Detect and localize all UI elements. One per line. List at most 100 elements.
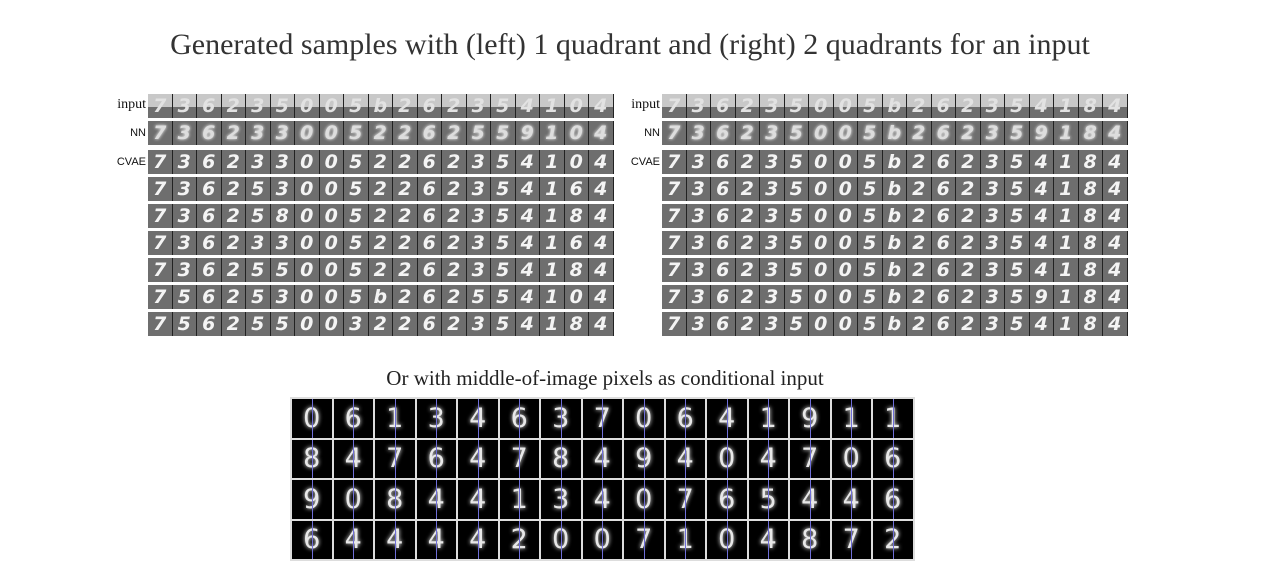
digit-sample: 5 xyxy=(246,177,270,201)
digit-sample: 7 xyxy=(662,258,686,282)
digit-sample: 5 xyxy=(784,312,808,336)
digit-sample: 2 xyxy=(442,204,466,228)
digit-sample: 1 xyxy=(540,150,564,174)
digit-sample: 0 xyxy=(564,285,588,309)
digit-sample: 1 xyxy=(1054,204,1078,228)
digit-sample: 5 xyxy=(784,258,808,282)
digit-sample: 6 xyxy=(417,231,441,255)
digit-sample: 5 xyxy=(491,285,515,309)
digit-sample: 4 xyxy=(515,177,539,201)
digit-sample: b xyxy=(368,94,392,118)
digit-sample: 2 xyxy=(368,231,392,255)
digit-sample: 2 xyxy=(956,121,980,145)
digit-sample: 2 xyxy=(368,258,392,282)
digit-sample: 2 xyxy=(368,204,392,228)
digit-sample: 6 xyxy=(417,121,441,145)
digit-sample: 3 xyxy=(686,285,710,309)
digit-sample: 6 xyxy=(931,177,955,201)
digit-sample: 3 xyxy=(246,121,270,145)
digit-sample: 6 xyxy=(333,399,373,438)
digit-sample: 7 xyxy=(148,231,172,255)
digit-sample: 2 xyxy=(907,204,931,228)
digit-sample: 3 xyxy=(686,121,710,145)
digit-sample: 9 xyxy=(1029,285,1053,309)
digit-sample: 4 xyxy=(589,204,613,228)
digit-sample: 5 xyxy=(344,231,368,255)
digit-sample: 4 xyxy=(1029,94,1053,118)
digit-sample: 0 xyxy=(319,121,343,145)
digit-sample: 3 xyxy=(760,312,784,336)
digit-sample: 8 xyxy=(541,439,581,478)
digit-sample: 9 xyxy=(1029,121,1053,145)
digit-sample: 8 xyxy=(375,480,415,519)
digit-sample: 5 xyxy=(1005,94,1029,118)
digit-sample: 3 xyxy=(541,480,581,519)
digit-sample: 7 xyxy=(148,150,172,174)
digit-sample: 6 xyxy=(711,121,735,145)
digit-sample: 6 xyxy=(417,312,441,336)
digit-sample: 1 xyxy=(540,285,564,309)
digit-sample: 1 xyxy=(831,399,871,438)
digit-sample: 3 xyxy=(760,177,784,201)
digit-sample: 5 xyxy=(466,121,490,145)
digit-sample: 7 xyxy=(662,204,686,228)
digit-sample: b xyxy=(882,150,906,174)
digit-sample: 5 xyxy=(858,204,882,228)
digit-sample: 2 xyxy=(735,204,759,228)
digit-sample: 1 xyxy=(1054,231,1078,255)
digit-sample: 4 xyxy=(1103,258,1127,282)
digit-sample: b xyxy=(882,285,906,309)
digit-sample: 7 xyxy=(665,480,705,519)
digit-sample: 8 xyxy=(1078,231,1102,255)
digit-sample: 3 xyxy=(466,231,490,255)
digit-sample: 0 xyxy=(541,520,581,559)
digit-sample: 2 xyxy=(368,312,392,336)
digit-sample: 8 xyxy=(564,312,588,336)
digit-sample: 3 xyxy=(980,231,1004,255)
digit-sample: 5 xyxy=(1005,177,1029,201)
digit-sample: 0 xyxy=(624,480,664,519)
digit-sample: 2 xyxy=(221,312,245,336)
digit-sample: 5 xyxy=(172,285,196,309)
digit-sample: 2 xyxy=(221,285,245,309)
digit-sample: 4 xyxy=(1103,94,1127,118)
digit-sample: 5 xyxy=(784,150,808,174)
digit-sample: 2 xyxy=(221,94,245,118)
digit-sample: 1 xyxy=(540,231,564,255)
digit-sample: 6 xyxy=(711,258,735,282)
digit-sample: 1 xyxy=(665,520,705,559)
digit-sample: 2 xyxy=(907,231,931,255)
digit-sample: 4 xyxy=(790,480,830,519)
digit-sample: 3 xyxy=(172,231,196,255)
digit-sample: 3 xyxy=(270,285,294,309)
digit-sample: 5 xyxy=(858,150,882,174)
digit-sample: 6 xyxy=(197,231,221,255)
digit-sample: 5 xyxy=(172,312,196,336)
digit-sample: 6 xyxy=(931,285,955,309)
digit-sample: 0 xyxy=(833,258,857,282)
digit-sample: 2 xyxy=(221,121,245,145)
digit-sample: 2 xyxy=(956,150,980,174)
digit-sample: 4 xyxy=(1029,150,1053,174)
digit-sample: 0 xyxy=(319,312,343,336)
digit-sample: 2 xyxy=(221,150,245,174)
digit-sample: 4 xyxy=(416,480,456,519)
digit-sample: 7 xyxy=(148,94,172,118)
digit-sample: 7 xyxy=(148,121,172,145)
digit-sample: 3 xyxy=(760,204,784,228)
digit-sample: b xyxy=(882,204,906,228)
digit-sample: 1 xyxy=(1054,285,1078,309)
digit-sample: 5 xyxy=(246,312,270,336)
digit-sample: 6 xyxy=(711,204,735,228)
digit-sample: 4 xyxy=(515,94,539,118)
digit-sample: 3 xyxy=(270,177,294,201)
digit-sample: 3 xyxy=(980,94,1004,118)
digit-sample: 6 xyxy=(197,150,221,174)
digit-sample: 2 xyxy=(735,285,759,309)
digit-sample: 2 xyxy=(907,258,931,282)
